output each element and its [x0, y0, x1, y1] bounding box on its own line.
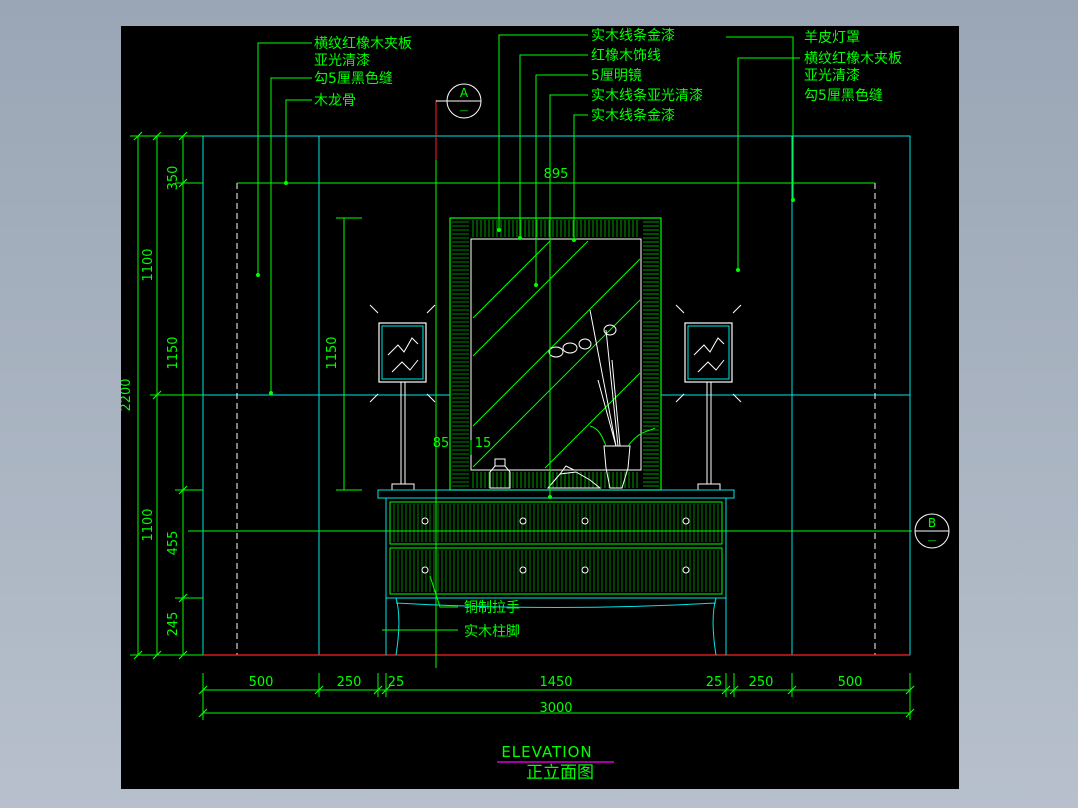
- dim-350: 350: [166, 166, 181, 191]
- console-table: [377, 489, 735, 656]
- right-table-lamp: [675, 304, 742, 491]
- note-center-2: 红橡木饰线: [591, 48, 661, 64]
- dimension-ticks: [133, 131, 915, 718]
- note-handle: 铜制拉手: [464, 600, 520, 616]
- note-left-4: 木龙骨: [314, 93, 356, 109]
- marker-b-sub: —: [928, 536, 937, 546]
- dim-25-right: 25: [706, 675, 723, 690]
- dim-1100-bottom: 1100: [141, 508, 156, 541]
- dim-2200: 2200: [121, 378, 134, 411]
- dim-500-right: 500: [838, 675, 863, 690]
- left-table-lamp: [369, 304, 436, 491]
- marker-a-sub: —: [460, 106, 469, 116]
- section-marker-a: A —: [436, 83, 482, 119]
- note-leg: 实木柱脚: [464, 624, 520, 640]
- dim-85: 85: [433, 436, 450, 451]
- dim-895: 895: [544, 167, 569, 182]
- dim-455: 455: [166, 531, 181, 556]
- annotations-bottom: 铜制拉手 实木柱脚: [464, 600, 520, 640]
- dim-1150-mirror: 1150: [325, 336, 340, 369]
- dim-25-left: 25: [388, 675, 405, 690]
- dim-15: 15: [475, 436, 492, 451]
- note-center-4: 实木线条亚光清漆: [591, 87, 703, 104]
- title-en: ELEVATION: [501, 743, 592, 761]
- dim-3000: 3000: [539, 701, 572, 716]
- note-center-5: 实木线条金漆: [591, 107, 675, 124]
- section-marker-b: B —: [914, 513, 950, 549]
- wall-elevation: [202, 135, 911, 656]
- mirror: [449, 217, 662, 491]
- marker-a-label: A: [460, 86, 469, 100]
- dim-1150-left: 1150: [166, 336, 181, 369]
- leader-lines: [257, 34, 800, 631]
- orchid-vase: [489, 309, 656, 489]
- dim-1100-top: 1100: [141, 248, 156, 281]
- dim-250-left: 250: [337, 675, 362, 690]
- dim-250-right: 250: [749, 675, 774, 690]
- note-right-2: 横纹红橡木夹板: [804, 51, 902, 67]
- note-left-3: 勾5厘黑色缝: [314, 70, 393, 87]
- note-left-2: 亚光清漆: [314, 53, 370, 69]
- title-cn: 正立面图: [526, 763, 594, 783]
- dim-500-left: 500: [249, 675, 274, 690]
- cad-viewport[interactable]: A — B — 横纹红橡木夹板 亚光清漆 勾5厘黑色缝 木龙骨 实木线条金漆 红…: [121, 26, 959, 789]
- leader-dots: [256, 181, 795, 499]
- note-right-1: 羊皮灯罩: [804, 30, 860, 46]
- note-right-3: 亚光清漆: [804, 68, 860, 84]
- note-center-3: 5厘明镜: [591, 68, 642, 84]
- dimension-texts: 2200 1100 1100 350 1150 455 245 1150 895…: [121, 166, 862, 716]
- dim-1450: 1450: [539, 675, 572, 690]
- drawing-title: ELEVATION 正立面图: [497, 743, 614, 783]
- note-right-4: 勾5厘黑色缝: [804, 87, 883, 104]
- marker-b-label: B: [928, 516, 936, 530]
- annotations-center: 实木线条金漆 红橡木饰线 5厘明镜 实木线条亚光清漆 实木线条金漆: [591, 27, 703, 124]
- hidden-keel-outline: [236, 182, 876, 655]
- note-left-1: 横纹红橡木夹板: [314, 36, 412, 52]
- dim-245: 245: [166, 612, 181, 637]
- note-center-1: 实木线条金漆: [591, 27, 675, 44]
- annotations-right: 羊皮灯罩 横纹红橡木夹板 亚光清漆 勾5厘黑色缝: [804, 30, 902, 104]
- annotations-left: 横纹红橡木夹板 亚光清漆 勾5厘黑色缝 木龙骨: [314, 36, 412, 109]
- elevation-drawing: A — B — 横纹红橡木夹板 亚光清漆 勾5厘黑色缝 木龙骨 实木线条金漆 红…: [121, 27, 950, 783]
